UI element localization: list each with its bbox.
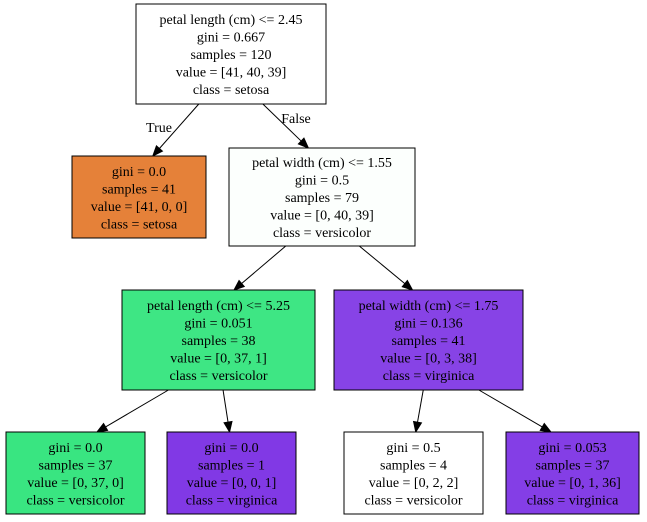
tree-node-n7: gini = 0.5 samples = 4 value = [0, 2, 2] cl… <box>343 431 484 515</box>
arrowhead-icon <box>95 422 109 433</box>
tree-node-text: class = virginica <box>527 493 619 508</box>
tree-node-text: samples = 4 <box>380 458 447 473</box>
edge-line <box>478 389 543 428</box>
tree-edge-n2-n3 <box>232 245 287 291</box>
tree-node-text: samples = 41 <box>102 182 176 197</box>
tree-node-n5: gini = 0.0 samples = 37 value = [0, 37, 0]… <box>5 431 146 515</box>
tree-node-box <box>121 289 316 391</box>
tree-node-text: samples = 37 <box>536 458 610 473</box>
tree-node-text: gini = 0.0 <box>204 441 258 456</box>
tree-node-text: gini = 0.667 <box>197 31 265 46</box>
tree-node-text: value = [0, 3, 38] <box>380 352 477 367</box>
tree-node-box <box>228 147 416 247</box>
tree-node-box <box>135 3 327 105</box>
arrowhead-icon <box>412 420 423 434</box>
tree-node-text: value = [0, 37, 1] <box>170 352 267 367</box>
tree-node-text: gini = 0.5 <box>386 441 440 456</box>
tree-node-text: class = versicolor <box>364 493 462 508</box>
tree-node-text: value = [0, 40, 39] <box>270 209 374 224</box>
tree-node-text: class = versicolor <box>273 226 371 241</box>
tree-node-box <box>343 431 484 515</box>
tree-node-text: samples = 37 <box>39 458 113 473</box>
tree-edge-n3-n5 <box>95 389 169 433</box>
tree-node-text: value = [0, 37, 0] <box>27 476 124 491</box>
edge-line <box>222 389 229 423</box>
tree-node-text: value = [0, 0, 1] <box>187 476 277 491</box>
edge-line <box>159 103 200 149</box>
arrowhead-icon <box>151 144 164 158</box>
tree-node-box <box>333 289 524 391</box>
edge-line <box>105 389 169 428</box>
edge-label: False <box>281 112 311 127</box>
arrowhead-icon <box>401 279 414 291</box>
tree-node-n3: petal length (cm) <= 5.25 gini = 0.051 sam… <box>121 289 316 391</box>
tree-node-box <box>5 431 146 515</box>
edge-line <box>262 103 302 142</box>
tree-node-text: class = virginica <box>186 493 278 508</box>
tree-node-box <box>166 431 297 515</box>
tree-node-n6: gini = 0.0 samples = 1 value = [0, 0, 1] cl… <box>166 431 297 515</box>
tree-node-text: value = [41, 0, 0] <box>91 200 188 215</box>
tree-node-text: samples = 79 <box>285 191 359 206</box>
tree-node-n1: gini = 0.0 samples = 41 value = [41, 0, 0]… <box>71 155 207 239</box>
tree-edge-n3-n6 <box>222 389 233 434</box>
nodes-layer: petal length (cm) <= 2.45 gini = 0.667 sam… <box>5 3 640 515</box>
edge-line <box>417 389 424 423</box>
tree-node-box <box>505 431 640 515</box>
tree-node-n0: petal length (cm) <= 2.45 gini = 0.667 sam… <box>135 3 327 105</box>
tree-node-text: gini = 0.5 <box>295 174 349 189</box>
tree-node-text: class = versicolor <box>26 493 124 508</box>
tree-node-text: value = [0, 1, 36] <box>524 476 621 491</box>
tree-node-text: gini = 0.0 <box>48 441 102 456</box>
tree-node-text: class = setosa <box>101 217 178 232</box>
tree-node-text: samples = 41 <box>392 334 466 349</box>
arrowhead-icon <box>539 422 553 433</box>
tree-node-text: gini = 0.053 <box>538 441 606 456</box>
tree-node-text: gini = 0.051 <box>184 317 252 332</box>
tree-node-text: class = setosa <box>193 83 270 98</box>
tree-edge-n4-n7 <box>412 389 424 434</box>
tree-node-text: petal width (cm) <= 1.55 <box>252 156 392 171</box>
tree-node-text: petal width (cm) <= 1.75 <box>359 299 499 314</box>
arrowhead-icon <box>223 420 233 434</box>
tree-node-text: class = versicolor <box>169 369 267 384</box>
tree-edge-n2-n4 <box>358 245 414 291</box>
tree-node-text: value = [41, 40, 39] <box>176 66 287 81</box>
edge-line <box>241 245 287 284</box>
tree-node-text: samples = 38 <box>182 334 256 349</box>
tree-node-text: gini = 0.136 <box>394 317 462 332</box>
tree-edge-n4-n8 <box>478 389 553 433</box>
tree-node-text: samples = 120 <box>191 48 272 63</box>
tree-node-text: petal length (cm) <= 2.45 <box>160 13 303 28</box>
tree-node-n4: petal width (cm) <= 1.75 gini = 0.136 samp… <box>333 289 524 391</box>
arrowhead-icon <box>297 137 310 149</box>
edges-layer: True False <box>95 103 553 434</box>
tree-node-n2: petal width (cm) <= 1.55 gini = 0.5 sample… <box>228 147 416 247</box>
tree-edge-n0-n1: True <box>146 103 200 158</box>
tree-node-text: samples = 1 <box>198 458 265 473</box>
edge-line <box>358 245 406 285</box>
edge-label: True <box>146 121 172 136</box>
tree-node-text: class = virginica <box>383 369 475 384</box>
tree-node-box <box>71 155 207 239</box>
tree-node-n8: gini = 0.053 samples = 37 value = [0, 1, 3… <box>505 431 640 515</box>
tree-node-text: value = [0, 2, 2] <box>369 476 459 491</box>
arrowhead-icon <box>232 279 246 291</box>
tree-edge-n0-n2: False <box>262 103 311 149</box>
tree-node-text: petal length (cm) <= 5.25 <box>147 299 290 314</box>
tree-node-text: gini = 0.0 <box>112 165 166 180</box>
